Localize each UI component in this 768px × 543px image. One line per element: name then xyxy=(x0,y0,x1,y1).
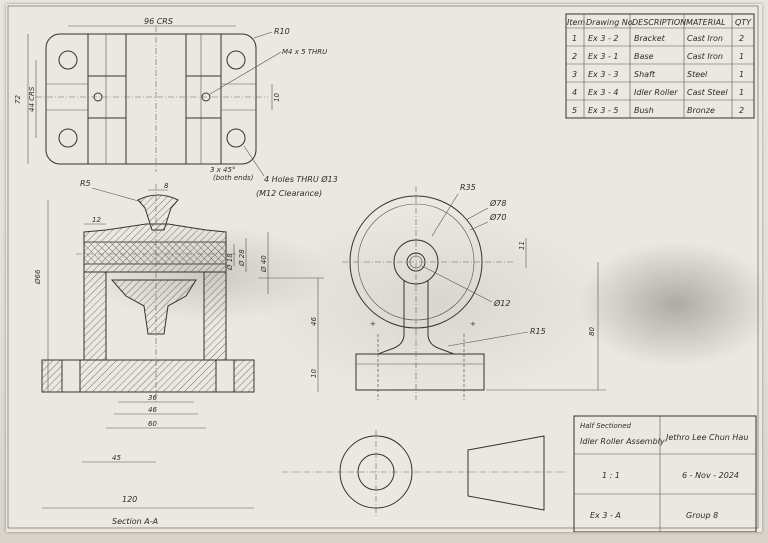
dim-46: 46 xyxy=(310,317,318,326)
dim-r35: R35 xyxy=(460,183,476,192)
note-m4-thru: M4 x 5 THRU xyxy=(282,48,327,56)
dim-45: 45 xyxy=(112,454,121,462)
svg-text:Cast Iron: Cast Iron xyxy=(687,34,723,43)
dim-r5: R5 xyxy=(80,179,91,188)
dim-d18: Ø 18 xyxy=(226,253,234,271)
svg-text:Bronze: Bronze xyxy=(687,106,715,115)
note-chamfer: 3 x 45° xyxy=(210,166,235,174)
svg-text:2: 2 xyxy=(739,34,744,43)
technical-drawing: 96 CRS R10 M4 x 5 THRU 72 44 CRS 10 3 x … xyxy=(7,5,759,533)
plan-outline xyxy=(45,33,257,165)
col-item: Item xyxy=(567,18,585,27)
svg-text:4: 4 xyxy=(572,88,577,97)
col-material: MATERIAL xyxy=(686,18,726,27)
svg-text:Steel: Steel xyxy=(687,70,708,79)
title-main: Idler Roller Assembly xyxy=(580,437,665,446)
svg-text:2: 2 xyxy=(572,52,577,61)
dim-10-plan: 10 xyxy=(273,93,281,102)
dim-36: 36 xyxy=(148,394,157,402)
dim-11: 11 xyxy=(518,241,526,250)
section-view: R5 8 12 Ø66 Ø 18 Ø 28 Ø 40 46 10 36 46 6… xyxy=(34,179,324,526)
dim-120: 120 xyxy=(122,495,137,504)
dim-10-section: 10 xyxy=(310,369,318,378)
dim-80: 80 xyxy=(588,327,596,336)
sheet-border xyxy=(7,5,759,529)
svg-text:+: + xyxy=(370,320,376,328)
svg-text:Bracket: Bracket xyxy=(634,34,666,43)
svg-text:1: 1 xyxy=(739,70,744,79)
svg-text:5: 5 xyxy=(572,106,577,115)
note-chamfer-sub: (both ends) xyxy=(213,174,254,182)
dim-d40: Ø 40 xyxy=(260,255,268,273)
svg-text:Ex 3 - 4: Ex 3 - 4 xyxy=(588,88,618,97)
svg-text:3: 3 xyxy=(572,70,577,79)
dim-total-height: Ø66 xyxy=(34,269,42,285)
svg-text:Idler Roller: Idler Roller xyxy=(634,88,678,97)
table-row: 5 Ex 3 - 5 Bush Bronze 2 xyxy=(572,106,744,115)
svg-text:1: 1 xyxy=(739,52,744,61)
svg-text:1: 1 xyxy=(739,88,744,97)
dim-d70: Ø70 xyxy=(489,212,506,222)
svg-text:+: + xyxy=(470,320,476,328)
dim-d12: Ø12 xyxy=(493,298,510,308)
table-row: 3 Ex 3 - 3 Shaft Steel 1 xyxy=(572,70,744,79)
parts-header-row: Item Drawing No. DESCRIPTION MATERIAL QT… xyxy=(567,18,752,27)
svg-text:2: 2 xyxy=(739,106,744,115)
dim-d28: Ø 28 xyxy=(238,249,246,267)
title-date: 6 - Nov - 2024 xyxy=(682,471,739,480)
dim-96-crs: 96 CRS xyxy=(144,17,173,26)
table-row: 2 Ex 3 - 1 Base Cast Iron 1 xyxy=(572,52,744,61)
table-row: 4 Ex 3 - 4 Idler Roller Cast Steel 1 xyxy=(572,88,744,97)
side-view: + + R35 Ø78 Ø70 Ø12 R15 11 80 xyxy=(342,183,606,400)
col-drawing-no: Drawing No. xyxy=(586,18,635,27)
detail-views xyxy=(282,430,566,516)
svg-text:Base: Base xyxy=(634,52,654,61)
svg-text:1: 1 xyxy=(572,34,577,43)
section-label: Section A-A xyxy=(112,517,158,526)
dim-72: 72 xyxy=(14,95,22,104)
col-description: DESCRIPTION xyxy=(632,18,686,27)
title-subtitle: Half Sectioned xyxy=(580,422,632,430)
dim-r15: R15 xyxy=(530,327,546,336)
title-drawing-no: Ex 3 - A xyxy=(590,511,621,520)
svg-text:Cast Iron: Cast Iron xyxy=(687,52,723,61)
svg-text:Ex 3 - 5: Ex 3 - 5 xyxy=(588,106,618,115)
parts-list: Item Drawing No. DESCRIPTION MATERIAL QT… xyxy=(565,13,755,119)
svg-text:Bush: Bush xyxy=(634,106,654,115)
dim-8: 8 xyxy=(164,182,169,190)
dim-60: 60 xyxy=(148,420,157,428)
dim-46b: 46 xyxy=(148,406,157,414)
drawing-sheet: 96 CRS R10 M4 x 5 THRU 72 44 CRS 10 3 x … xyxy=(6,4,762,533)
note-holes-sub: (M12 Clearance) xyxy=(256,189,322,198)
title-author: Jethro Lee Chun Hau xyxy=(664,433,748,442)
title-block: Half Sectioned Idler Roller Assembly Jet… xyxy=(573,415,757,533)
dim-d78: Ø78 xyxy=(489,198,506,208)
svg-text:Shaft: Shaft xyxy=(634,70,656,79)
svg-text:Ex 3 - 3: Ex 3 - 3 xyxy=(588,70,618,79)
title-scale: 1 : 1 xyxy=(602,471,620,480)
svg-text:Cast Steel: Cast Steel xyxy=(687,88,728,97)
note-holes: 4 Holes THRU Ø13 xyxy=(264,174,338,184)
dim-12: 12 xyxy=(92,216,101,224)
col-qty: QTY xyxy=(735,18,752,27)
svg-text:Ex 3 - 2: Ex 3 - 2 xyxy=(588,34,618,43)
svg-text:Ex 3 - 1: Ex 3 - 1 xyxy=(588,52,618,61)
dim-44-crs: 44 CRS xyxy=(28,86,36,112)
title-group: Group 8 xyxy=(686,511,718,520)
table-row: 1 Ex 3 - 2 Bracket Cast Iron 2 xyxy=(572,34,744,43)
plan-view: 96 CRS R10 M4 x 5 THRU 72 44 CRS 10 3 x … xyxy=(14,17,338,198)
dim-r10: R10 xyxy=(274,27,290,36)
